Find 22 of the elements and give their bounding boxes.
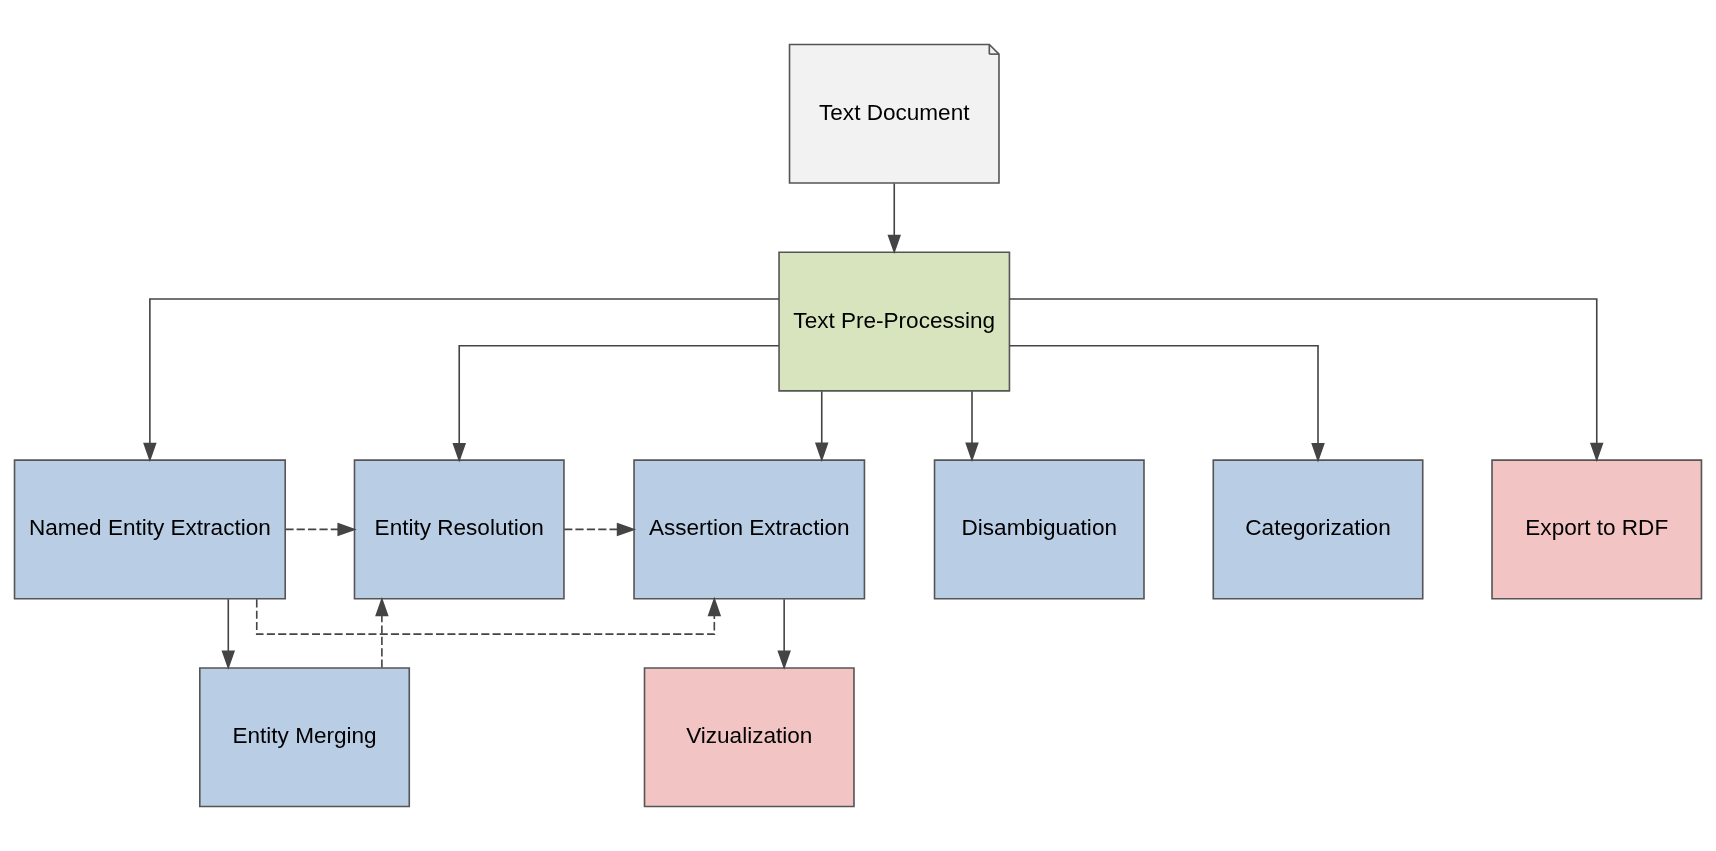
arrow xyxy=(375,596,389,669)
node-box: Vizualization xyxy=(643,667,855,808)
arrow xyxy=(887,182,902,255)
node-box: Text Pre-Processing xyxy=(778,251,1011,392)
node-box: Named Entity Extraction xyxy=(13,459,286,600)
node-box: Entity Merging xyxy=(199,667,411,808)
node-box: Disambiguation xyxy=(933,459,1145,600)
node-box: Export to RDF xyxy=(1491,459,1703,600)
node-box: Categorization xyxy=(1212,459,1424,600)
arrow xyxy=(452,344,780,463)
arrow xyxy=(143,298,780,463)
arrow xyxy=(284,522,357,537)
arrow xyxy=(965,390,979,462)
arrow xyxy=(221,598,236,670)
arrow xyxy=(814,390,829,462)
arrow xyxy=(1008,298,1604,463)
node-box: Assertion Extraction xyxy=(633,459,866,600)
arrow xyxy=(563,522,637,537)
arrow xyxy=(255,596,722,635)
arrow xyxy=(777,598,791,670)
node-box: Entity Resolution xyxy=(353,459,565,600)
arrow xyxy=(1008,344,1325,463)
